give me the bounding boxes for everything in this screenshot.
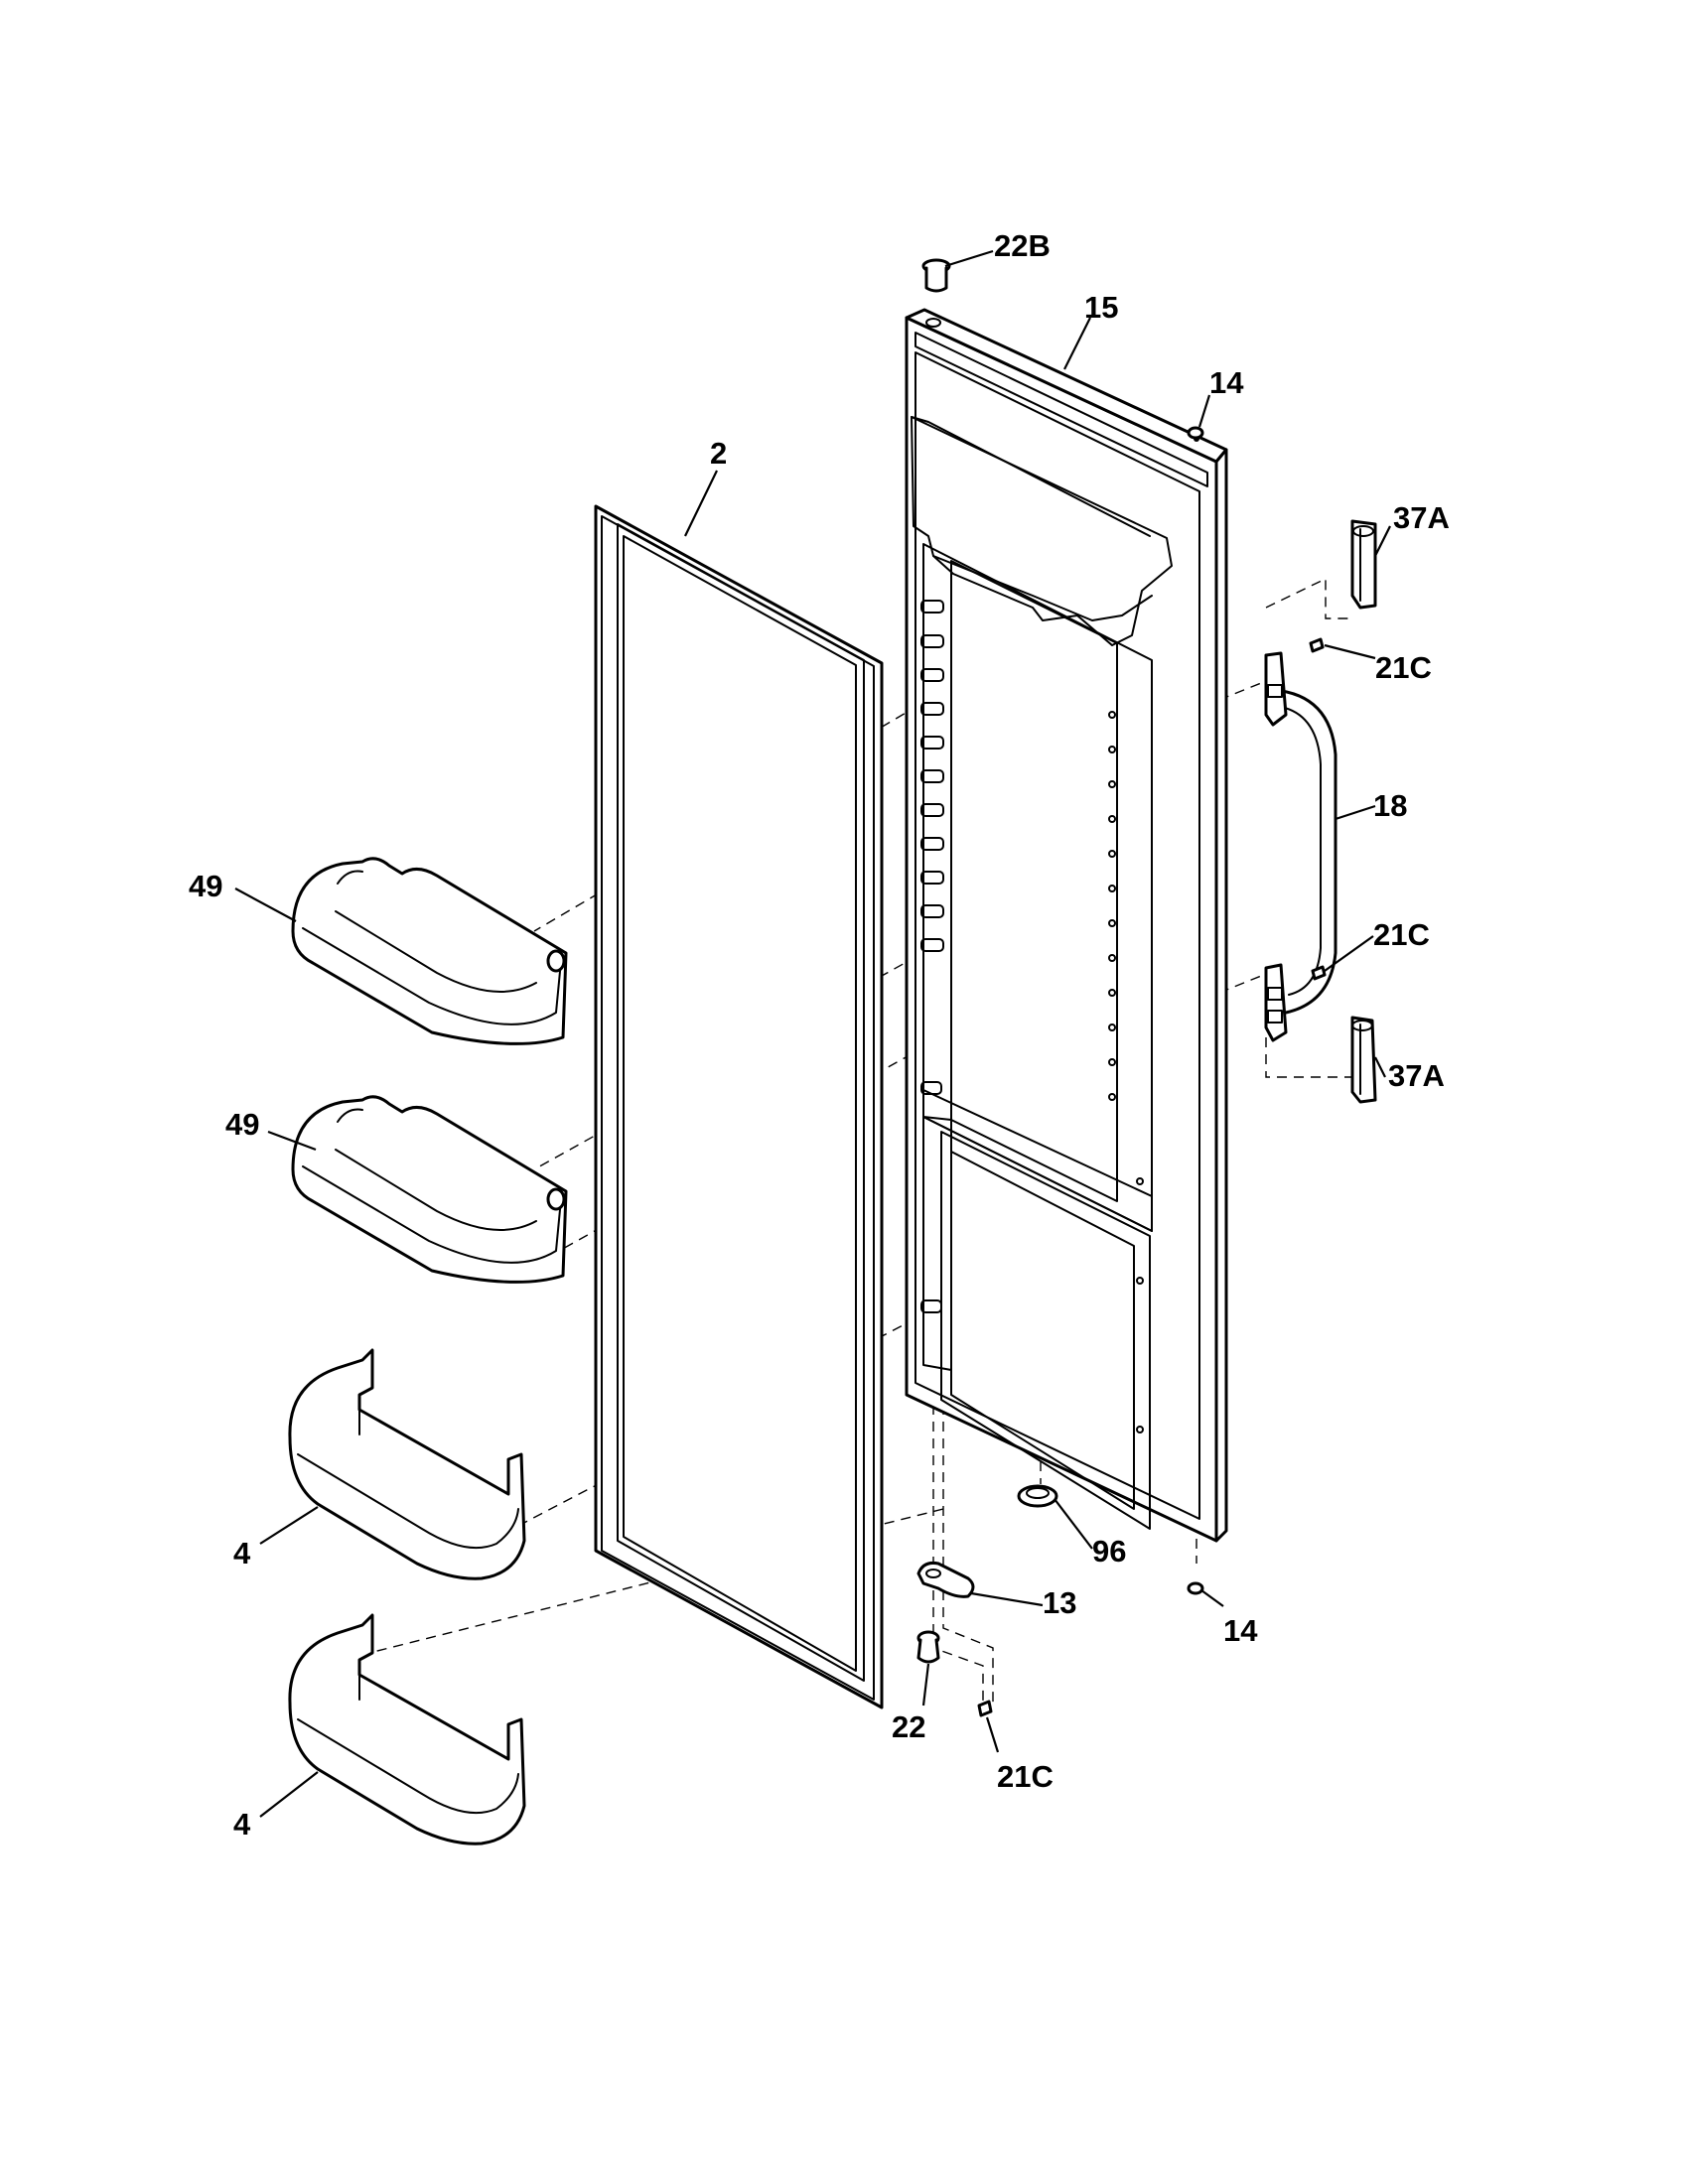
door-bin-lower xyxy=(291,1095,568,1284)
callout-2: 2 xyxy=(710,436,727,471)
screw-bottom xyxy=(977,1700,993,1717)
callout-21c-middle: 21C xyxy=(1373,917,1430,952)
door-shelf-upper xyxy=(288,1348,526,1580)
door-bin-upper xyxy=(291,857,568,1045)
callout-13: 13 xyxy=(1043,1585,1076,1620)
bin-support-bumps xyxy=(920,600,944,1313)
door-shelf-lower xyxy=(288,1613,526,1845)
callout-49-bottom: 49 xyxy=(225,1107,259,1142)
callout-22: 22 xyxy=(892,1709,925,1744)
callout-4-top: 4 xyxy=(233,1536,251,1570)
plug-button xyxy=(1017,1484,1058,1508)
hinge-bushing-bottom xyxy=(916,1630,940,1664)
screw-middle xyxy=(1311,965,1327,981)
callout-21c-bottom: 21C xyxy=(997,1759,1054,1794)
door-assembly xyxy=(905,308,1228,1543)
callout-37a-bottom: 37A xyxy=(1388,1058,1445,1093)
callout-18: 18 xyxy=(1373,788,1407,823)
callout-14-top: 14 xyxy=(1209,365,1244,400)
callout-4-bottom: 4 xyxy=(233,1807,251,1842)
hinge-bracket xyxy=(916,1562,975,1598)
callout-22b: 22B xyxy=(994,228,1051,263)
plug-top xyxy=(1187,426,1204,440)
door-handle xyxy=(1264,651,1337,1042)
callout-49-top: 49 xyxy=(189,869,222,903)
screw-top xyxy=(1309,637,1325,653)
handle-end-cap-top xyxy=(1350,519,1377,610)
callout-15: 15 xyxy=(1084,290,1118,325)
plug-bottom xyxy=(1187,1581,1204,1595)
handle-end-cap-bottom xyxy=(1350,1016,1377,1104)
door-gasket xyxy=(594,504,884,1709)
hinge-bushing-top xyxy=(921,258,951,293)
callout-14-bottom: 14 xyxy=(1223,1613,1258,1648)
right-column-bumps xyxy=(1108,711,1144,1433)
callout-21c-top: 21C xyxy=(1375,650,1432,685)
leader-lines xyxy=(234,249,1391,1818)
callout-96: 96 xyxy=(1092,1534,1126,1569)
callout-37a-top: 37A xyxy=(1393,500,1450,535)
